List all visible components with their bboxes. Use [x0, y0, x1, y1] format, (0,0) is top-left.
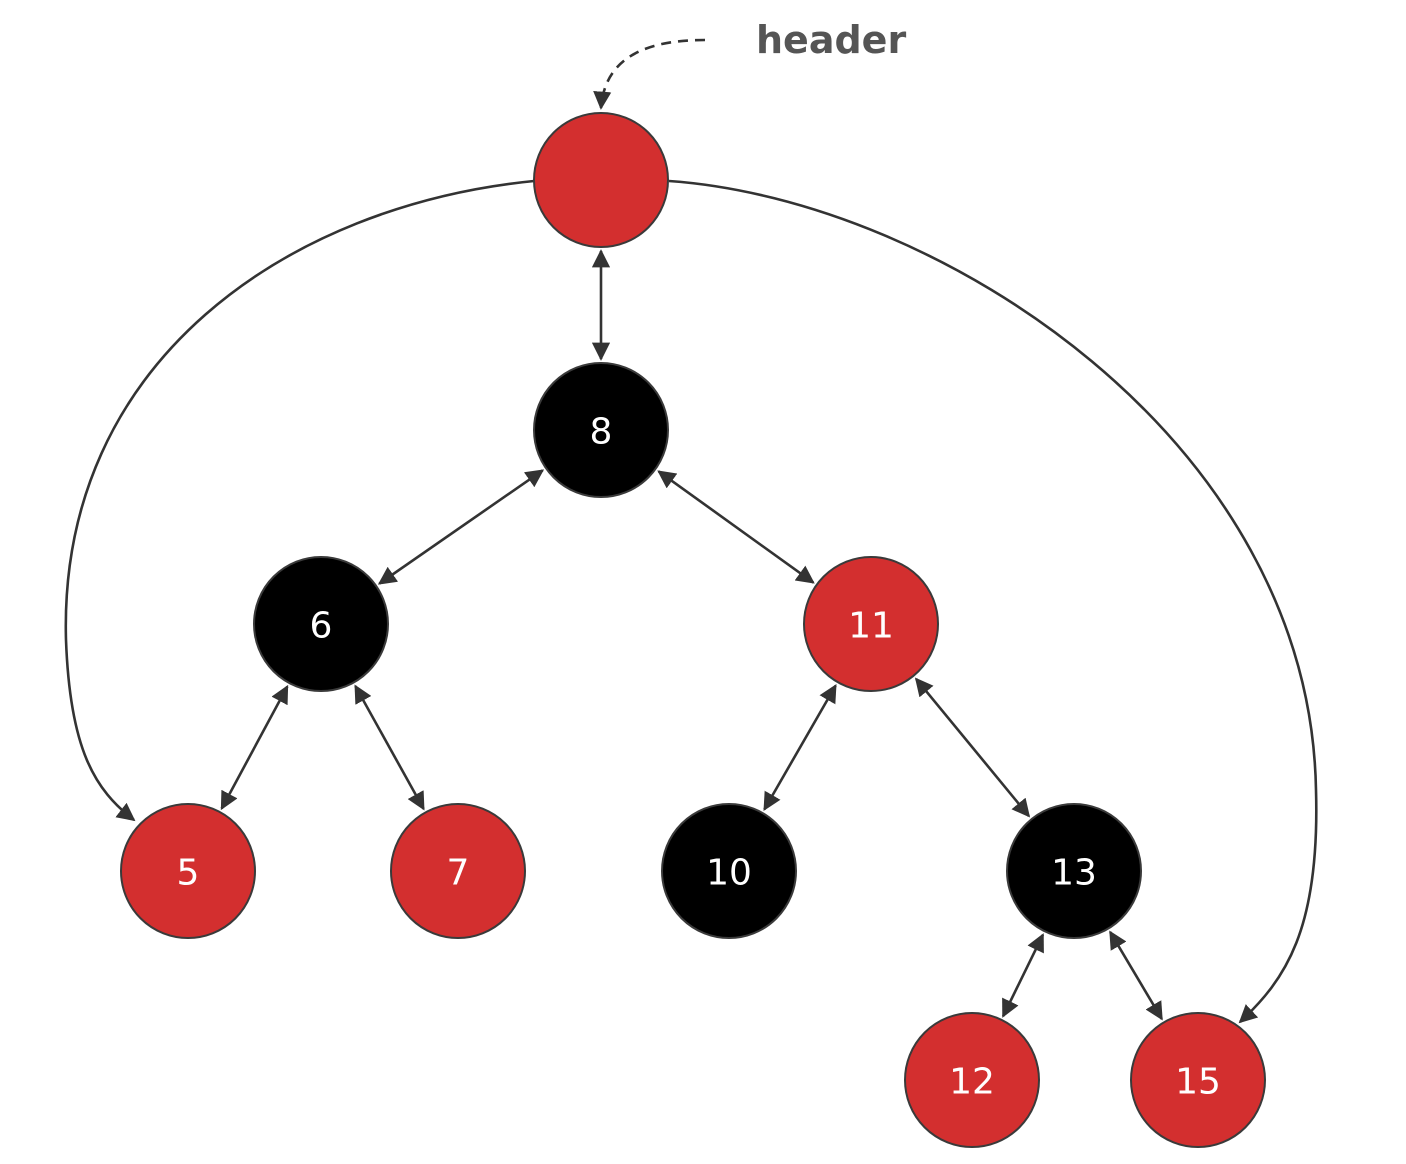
node-n8: 8	[533, 362, 669, 498]
node-n12: 12	[904, 1012, 1040, 1148]
node-circle-header	[533, 112, 669, 248]
node-circle-n5	[120, 803, 256, 939]
edge-n6-n7	[354, 684, 425, 811]
node-circle-n11	[803, 556, 939, 692]
edge-n13-n15	[1109, 930, 1163, 1021]
node-circle-n10	[661, 803, 797, 939]
node-label-n5: 5	[177, 853, 200, 894]
node-n10: 10	[661, 803, 797, 939]
node-n6: 6	[253, 556, 389, 692]
node-label-n10: 10	[706, 853, 752, 894]
node-circle-n7	[390, 803, 526, 939]
node-circle-n13	[1006, 803, 1142, 939]
edge-n6-n5	[220, 684, 289, 811]
node-n15: 15	[1130, 1012, 1266, 1148]
pointer-arrow-header-to-n15	[668, 179, 1318, 1024]
node-label-n11: 11	[848, 606, 894, 647]
node-header	[533, 112, 669, 248]
node-circle-n8	[533, 362, 669, 498]
node-n13: 13	[1006, 803, 1142, 939]
pointer-arrow-header-to-n5	[64, 179, 535, 822]
node-label-n8: 8	[590, 412, 613, 453]
header-label: header	[756, 18, 906, 62]
node-label-n15: 15	[1175, 1062, 1221, 1103]
node-circle-n6	[253, 556, 389, 692]
node-n7: 7	[390, 803, 526, 939]
header-pointer-arrow	[593, 38, 706, 110]
edge-n13-n12	[1001, 933, 1045, 1018]
edges-layer	[64, 179, 1318, 1024]
edge-n8-n11	[657, 470, 815, 584]
node-label-n6: 6	[310, 606, 333, 647]
nodes-layer: 8 6 11 5 7 10 13 12 15	[120, 112, 1266, 1148]
node-n5: 5	[120, 803, 256, 939]
edge-n8-n6	[377, 469, 545, 585]
edge-n11-n13	[914, 677, 1031, 818]
node-label-n12: 12	[949, 1062, 995, 1103]
node-circle-n15	[1130, 1012, 1266, 1148]
node-circle-n12	[904, 1012, 1040, 1148]
node-n11: 11	[803, 556, 939, 692]
edge-n11-n10	[763, 684, 837, 811]
node-label-n7: 7	[447, 853, 470, 894]
node-label-n13: 13	[1051, 853, 1097, 894]
